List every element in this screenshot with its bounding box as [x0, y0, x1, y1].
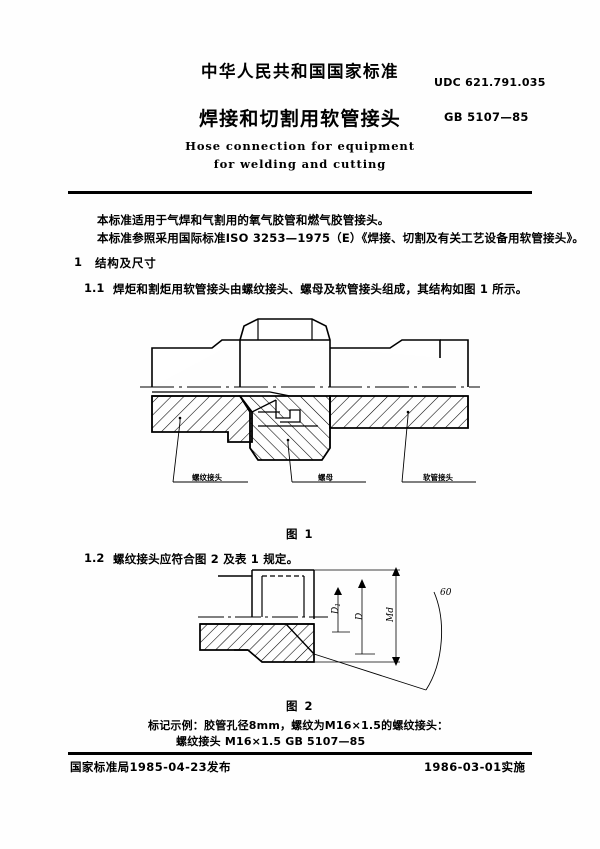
footer-effective-date: 1986-03-01实施	[424, 760, 526, 774]
header-divider	[68, 191, 532, 194]
figure-1-caption: 图 1	[285, 527, 314, 541]
figure2-angle-label: 60	[440, 588, 452, 598]
figure1-label-2: 软管接头	[423, 472, 453, 482]
figure1-label-1: 螺母	[318, 472, 333, 482]
section-1-2-text: 螺纹接头应符合图 2 及表 1 规定。	[113, 552, 299, 566]
title-english-line1: Hose connection for equipment	[185, 139, 415, 153]
marking-example-line1: 标记示例：胶管孔径8mm，螺纹为M16×1.5的螺纹接头：	[148, 719, 449, 732]
figure2-dim-md: Md	[386, 607, 396, 623]
scope-paragraph-2: 本标准参照采用国际标准ISO 3253—1975（E）《焊接、切割及有关工艺设备…	[97, 231, 585, 245]
section-1-1-number: 1.1	[84, 281, 105, 295]
footer-divider	[68, 752, 532, 755]
figure-1-drawing: 螺纹接头 螺母 软管接头	[140, 300, 480, 515]
title-english-line2: for welding and cutting	[213, 157, 387, 171]
section-1-1-text: 焊炬和割炬用软管接头由螺纹接头、螺母及软管接头组成，其结构如图 1 所示。	[113, 282, 528, 296]
udc-number: UDC 621.791.035	[434, 76, 546, 89]
section-1-number: 1	[74, 255, 83, 269]
figure2-dim-d1: D1	[331, 603, 342, 615]
marking-example-line2: 螺纹接头 M16×1.5 GB 5107—85	[176, 735, 366, 748]
page-title: 焊接和切割用软管接头	[198, 108, 401, 130]
standard-number: GB 5107—85	[444, 110, 529, 124]
figure2-dim-d: D	[355, 613, 365, 621]
scope-paragraph-1: 本标准适用于气焊和气割用的氧气胶管和燃气胶管接头。	[97, 213, 390, 227]
section-1-title: 结构及尺寸	[95, 256, 157, 270]
national-standard-heading: 中华人民共和国国家标准	[201, 62, 399, 81]
footer-issue-date: 国家标准局1985-04-23发布	[70, 760, 231, 774]
figure1-label-0: 螺纹接头	[192, 472, 222, 482]
figure-2-drawing: D1 D Md 60	[190, 562, 470, 697]
section-1-2-number: 1.2	[84, 551, 105, 565]
figure-2-caption: 图 2	[285, 699, 314, 713]
